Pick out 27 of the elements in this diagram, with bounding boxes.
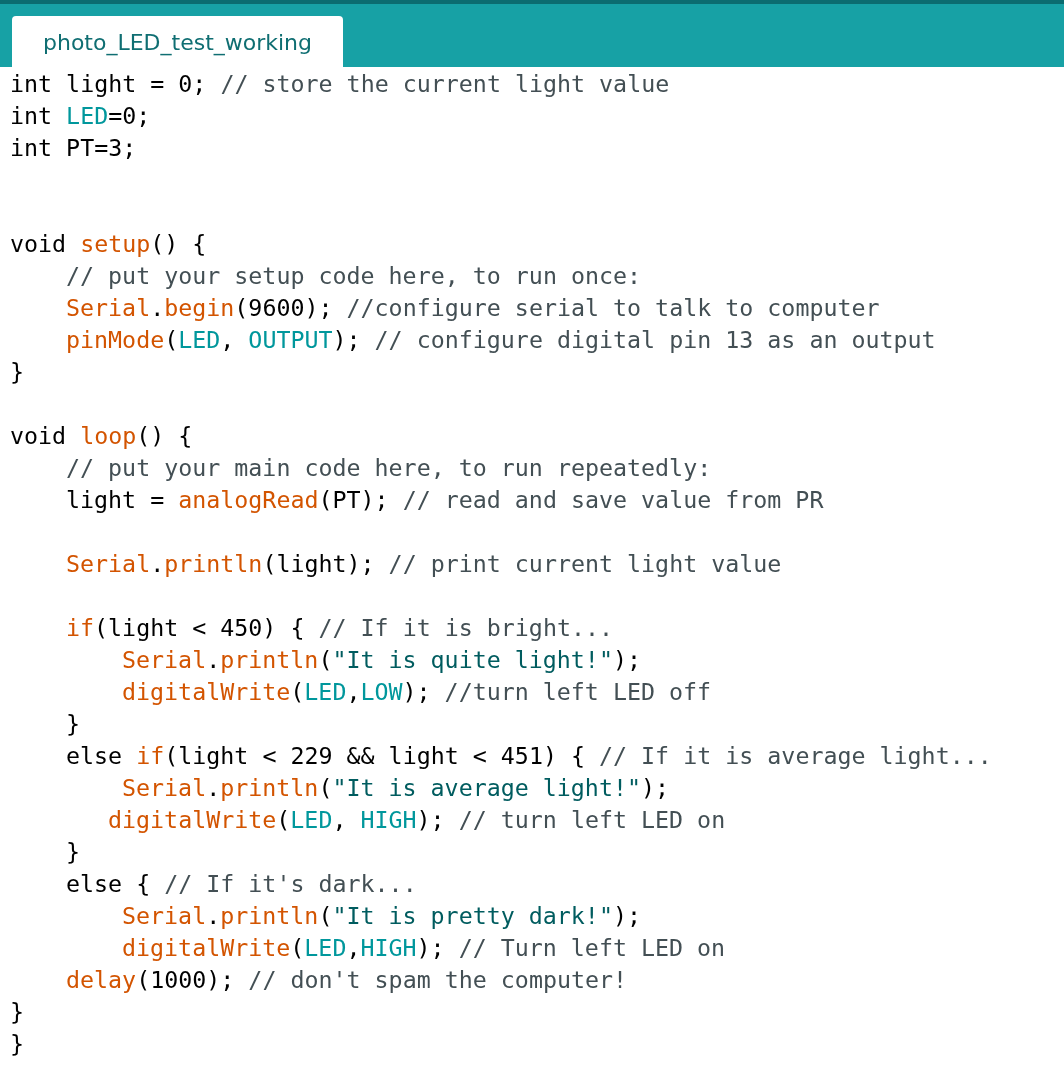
code-line: Serial.begin(9600); //configure serial to talk to computer — [66, 293, 880, 323]
code-line: if(light < 450) { // If it is bright... — [66, 613, 614, 643]
code-line: int LED=0; — [10, 101, 151, 131]
code-line: } — [66, 709, 81, 739]
code-line: } — [10, 1029, 25, 1059]
code-line: Serial.println("It is pretty dark!"); — [122, 901, 641, 931]
code-line: void loop() { — [10, 421, 193, 451]
code-line: digitalWrite(LED,LOW); //turn left LED off — [122, 677, 712, 707]
code-line: int PT=3; — [10, 133, 137, 163]
code-line: pinMode(LED, OUTPUT); // configure digital pin 13 as an output — [66, 325, 936, 355]
code-line: else if(light < 229 && light < 451) { // If it is average light... — [66, 741, 992, 771]
code-line: Serial.println("It is quite light!"); — [122, 645, 641, 675]
code-line: } — [10, 997, 25, 1027]
code-line: int light = 0; // store the current light value — [10, 69, 670, 99]
code-line: Serial.println(light); // print current light value — [66, 549, 782, 579]
code-line: // put your main code here, to run repeatedly: — [66, 453, 712, 483]
code-line: } — [10, 357, 25, 387]
code-line: Serial.println("It is average light!"); — [122, 773, 670, 803]
code-line: } — [66, 837, 81, 867]
code-line: delay(1000); // don't spam the computer! — [66, 965, 628, 995]
code-line: else { // If it's dark... — [66, 869, 417, 899]
code-line: void setup() { — [10, 229, 207, 259]
code-line: digitalWrite(LED, HIGH); // turn left LED on — [108, 805, 726, 835]
code-line: light = analogRead(PT); // read and save value from PR — [66, 485, 824, 515]
code-line: digitalWrite(LED,HIGH); // Turn left LED on — [122, 933, 726, 963]
file-tab: photo_LED_test_working — [12, 16, 343, 67]
code-line: // put your setup code here, to run once: — [66, 261, 642, 291]
